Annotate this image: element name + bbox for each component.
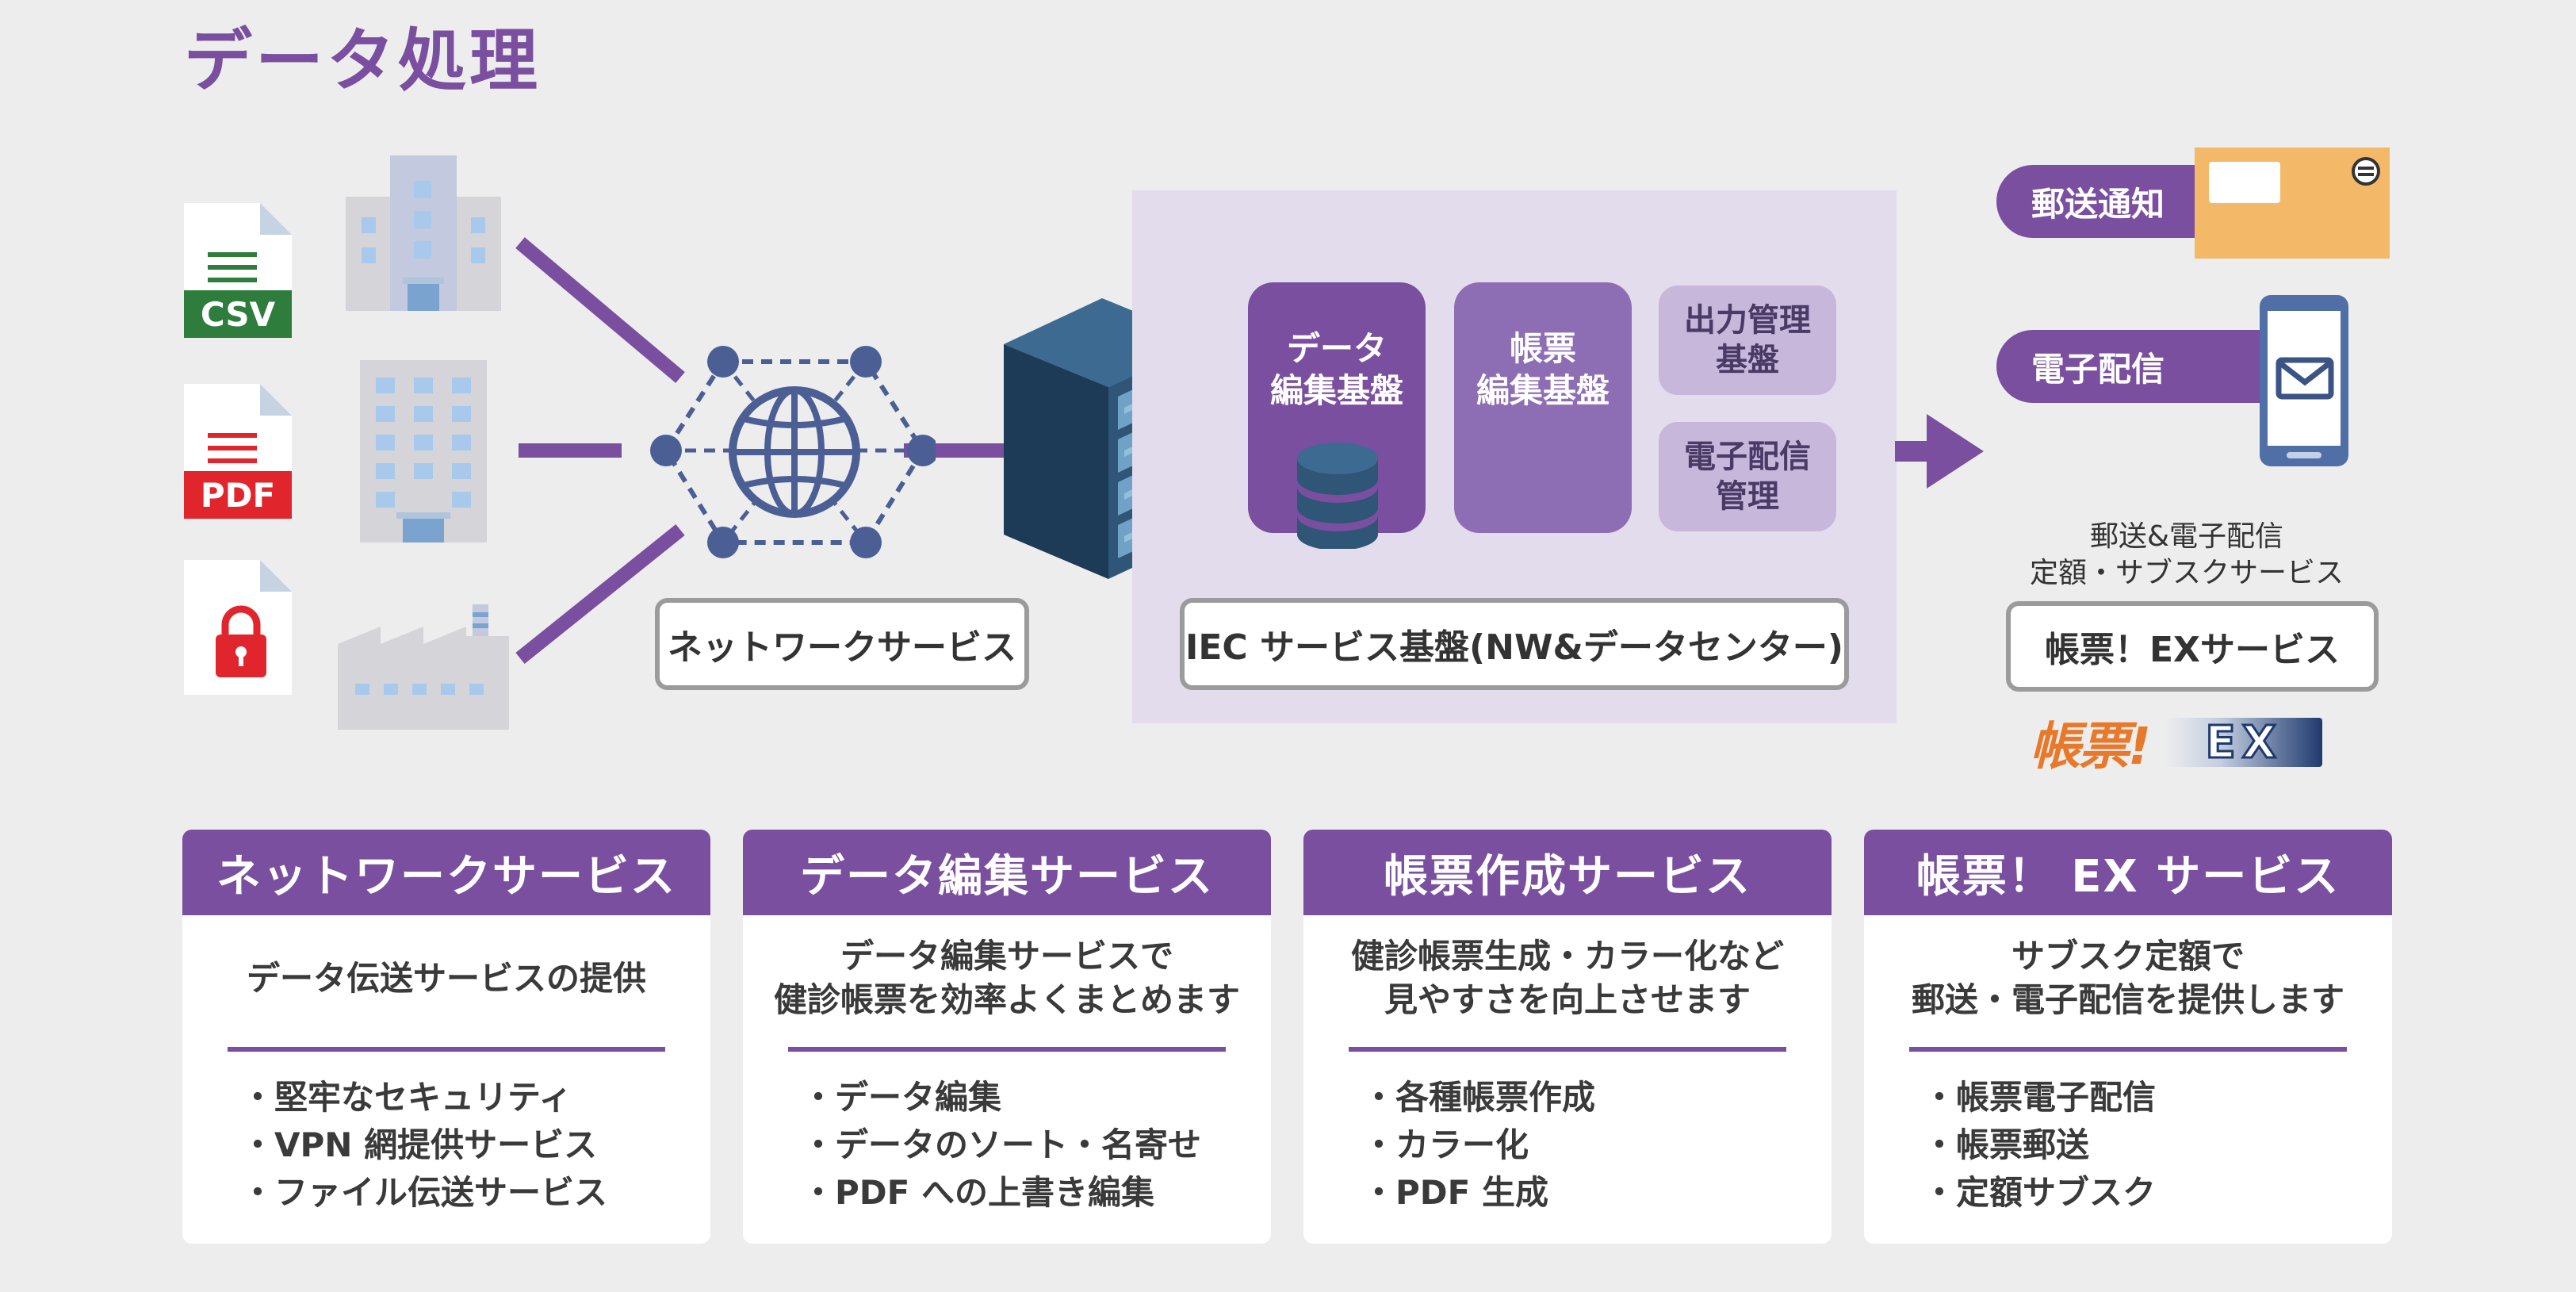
card-title: データ編集サービス bbox=[743, 830, 1271, 915]
data-edit-line2: 編集基盤 bbox=[1269, 370, 1403, 410]
form-edit-line2: 編集基盤 bbox=[1476, 370, 1610, 410]
ex-service-label: 帳票！EXサービス bbox=[2006, 601, 2379, 692]
output-caption-line1: 郵送&電子配信 bbox=[2089, 520, 2284, 553]
card-desc-line: 健診帳票生成・カラー化など bbox=[1350, 937, 1784, 976]
output-management-box: 出力管理 基盤 bbox=[1659, 286, 1836, 395]
list-item: VPN 網提供サービス bbox=[241, 1121, 710, 1169]
card-feature-list: データ編集 データのソート・名寄せ PDF への上書き編集 bbox=[802, 1074, 1271, 1217]
csv-file-icon: CSV bbox=[184, 203, 292, 338]
card-desc-line: 健診帳票を効率よくまとめます bbox=[773, 980, 1240, 1019]
card-description: 健診帳票生成・カラー化など 見やすさを向上させます bbox=[1303, 915, 1832, 1042]
card-desc-line: データ伝送サービスの提供 bbox=[246, 958, 646, 998]
list-item: 定額サブスク bbox=[1923, 1169, 2392, 1217]
list-item: 帳票電子配信 bbox=[1923, 1074, 2392, 1121]
data-edit-line1: データ bbox=[1286, 329, 1387, 368]
iec-platform-label: IEC サービス基盤(NW&データセンター) bbox=[1180, 598, 1849, 690]
list-item: 帳票郵送 bbox=[1923, 1121, 2392, 1169]
list-item: PDF への上書き編集 bbox=[802, 1169, 1271, 1217]
arrow-right-icon bbox=[1895, 414, 1984, 489]
card-feature-list: 各種帳票作成 カラー化 PDF 生成 bbox=[1362, 1074, 1832, 1217]
network-globe-icon bbox=[650, 346, 936, 558]
card-title: 帳票作成サービス bbox=[1303, 830, 1832, 915]
card-description: データ伝送サービスの提供 bbox=[182, 915, 710, 1042]
database-icon bbox=[1297, 443, 1378, 549]
card-desc-line: データ編集サービスで bbox=[840, 937, 1173, 976]
network-service-label: ネットワークサービス bbox=[655, 598, 1029, 690]
list-item: PDF 生成 bbox=[1362, 1169, 1832, 1217]
logo-ex: EX bbox=[2204, 715, 2283, 769]
logo-text: 帳票! bbox=[2030, 718, 2151, 776]
card-desc-line: 郵送・電子配信を提供します bbox=[1911, 980, 2344, 1019]
card-title: ネットワークサービス bbox=[182, 830, 710, 915]
pdf-label: PDF bbox=[201, 476, 275, 515]
list-item: データのソート・名寄せ bbox=[802, 1121, 1271, 1169]
card-feature-list: 帳票電子配信 帳票郵送 定額サブスク bbox=[1923, 1074, 2392, 1217]
list-item: 堅牢なセキュリティ bbox=[241, 1074, 710, 1121]
envelope-icon bbox=[2195, 148, 2390, 259]
edelivery-management-box: 電子配信 管理 bbox=[1659, 422, 1836, 531]
card-description: サブスク定額で 郵送・電子配信を提供します bbox=[1864, 915, 2392, 1042]
output-caption: 郵送&電子配信 定額・サブスクサービス bbox=[2004, 519, 2369, 592]
pdf-file-icon: PDF bbox=[184, 384, 292, 519]
output-caption-line2: 定額・サブスクサービス bbox=[2029, 557, 2344, 589]
list-item: 各種帳票作成 bbox=[1362, 1074, 1832, 1121]
form-edit-platform-box: 帳票 編集基盤 bbox=[1454, 282, 1632, 533]
card-desc-line: 見やすさを向上させます bbox=[1384, 980, 1751, 1019]
office-building-icon bbox=[346, 155, 501, 311]
card-divider bbox=[1909, 1047, 2347, 1052]
form-creation-service-card: 帳票作成サービス 健診帳票生成・カラー化など 見やすさを向上させます 各種帳票作… bbox=[1303, 830, 1832, 1244]
card-divider bbox=[228, 1047, 665, 1052]
smartphone-mail-icon bbox=[2260, 295, 2348, 466]
card-title: 帳票！ EX サービス bbox=[1864, 830, 2392, 915]
card-desc-line: サブスク定額で bbox=[2011, 937, 2245, 976]
card-description: データ編集サービスで 健診帳票を効率よくまとめます bbox=[743, 915, 1271, 1042]
csv-label: CSV bbox=[201, 295, 276, 334]
chohyo-ex-logo: 帳票! EX bbox=[2030, 712, 2363, 776]
output-mgmt-line1: 出力管理 bbox=[1684, 302, 1811, 339]
page-title: データ処理 bbox=[184, 21, 541, 101]
factory-icon bbox=[338, 604, 509, 730]
list-item: ファイル伝送サービス bbox=[241, 1169, 710, 1217]
edelivery-mgmt-line1: 電子配信 bbox=[1684, 439, 1811, 475]
data-edit-service-card: データ編集サービス データ編集サービスで 健診帳票を効率よくまとめます データ編… bbox=[743, 830, 1271, 1244]
form-edit-line1: 帳票 bbox=[1509, 329, 1576, 368]
apartment-building-icon bbox=[360, 360, 487, 542]
list-item: データ編集 bbox=[802, 1074, 1271, 1121]
card-divider bbox=[1349, 1047, 1786, 1052]
locked-file-icon bbox=[184, 560, 292, 695]
card-feature-list: 堅牢なセキュリティ VPN 網提供サービス ファイル伝送サービス bbox=[241, 1074, 710, 1217]
network-service-card: ネットワークサービス データ伝送サービスの提供 堅牢なセキュリティ VPN 網提… bbox=[182, 830, 710, 1244]
output-mgmt-line2: 基盤 bbox=[1716, 342, 1779, 378]
edelivery-mgmt-line2: 管理 bbox=[1716, 478, 1779, 515]
list-item: カラー化 bbox=[1362, 1121, 1832, 1169]
electronic-delivery-pill: 電子配信 bbox=[1996, 330, 2272, 403]
postal-notification-pill: 郵送通知 bbox=[1996, 165, 2231, 238]
card-divider bbox=[788, 1047, 1226, 1052]
ex-service-card: 帳票！ EX サービス サブスク定額で 郵送・電子配信を提供します 帳票電子配信… bbox=[1864, 830, 2392, 1244]
